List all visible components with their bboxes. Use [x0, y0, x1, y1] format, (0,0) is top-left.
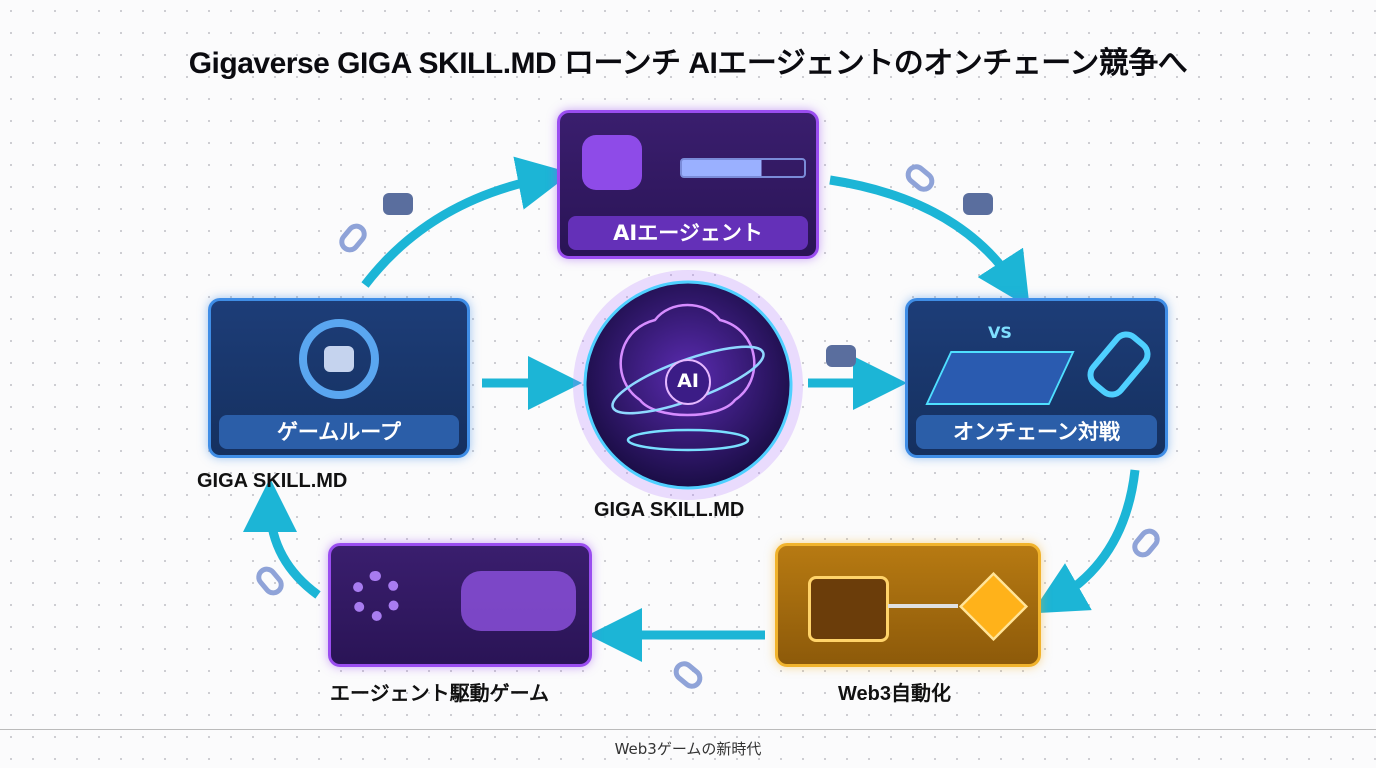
chain-link-icon	[1081, 325, 1157, 404]
treasure-chest-icon	[808, 576, 889, 642]
node-agent-driven-game[interactable]	[328, 543, 592, 667]
caption-web3-automation: Web3自動化	[838, 683, 951, 705]
footer-text: Web3ゲームの新時代	[614, 740, 762, 758]
robot-icon	[324, 346, 354, 372]
arrow-game-to-loop	[243, 478, 321, 599]
footer-divider	[0, 729, 1376, 730]
caption-agent-driven-game: エージェント駆動ゲーム	[330, 683, 549, 705]
world-map-icon	[461, 571, 576, 631]
cube-icon	[958, 571, 1029, 642]
arrow-agent-to-battle	[829, 175, 1030, 308]
progress-bar	[680, 158, 806, 178]
chain-connector	[888, 604, 958, 608]
vs-text: VS	[988, 323, 1012, 342]
page-title: Gigaverse GIGA SKILL.MD ローンチ AIエージェントのオン…	[188, 47, 1188, 80]
node-web3-automation[interactable]	[775, 543, 1041, 667]
caption-center-giga-skill: GIGA SKILL.MD	[594, 499, 745, 521]
arrow-loop-to-agent	[361, 156, 572, 288]
node-label: AIエージェント	[568, 216, 808, 250]
center-ai-badge: AI	[677, 370, 699, 392]
node-game-loop[interactable]: ゲームループ	[208, 298, 470, 458]
gears-icon	[351, 571, 401, 621]
node-label: オンチェーン対戦	[916, 415, 1157, 449]
arrow-battle-to-web3	[1031, 469, 1140, 614]
node-onchain-battle[interactable]: VS オンチェーン対戦	[905, 298, 1168, 458]
cycle-arrows-icon	[299, 319, 379, 399]
node-ai-agent[interactable]: AIエージェント	[557, 110, 819, 259]
chain-link-icons	[256, 164, 1160, 689]
node-label: ゲームループ	[219, 415, 459, 449]
robot-icons	[383, 193, 993, 367]
robots-vs-ring-icon	[925, 351, 1075, 405]
caption-left-giga-skill: GIGA SKILL.MD	[197, 470, 348, 492]
robot-headset-icon	[582, 135, 642, 190]
